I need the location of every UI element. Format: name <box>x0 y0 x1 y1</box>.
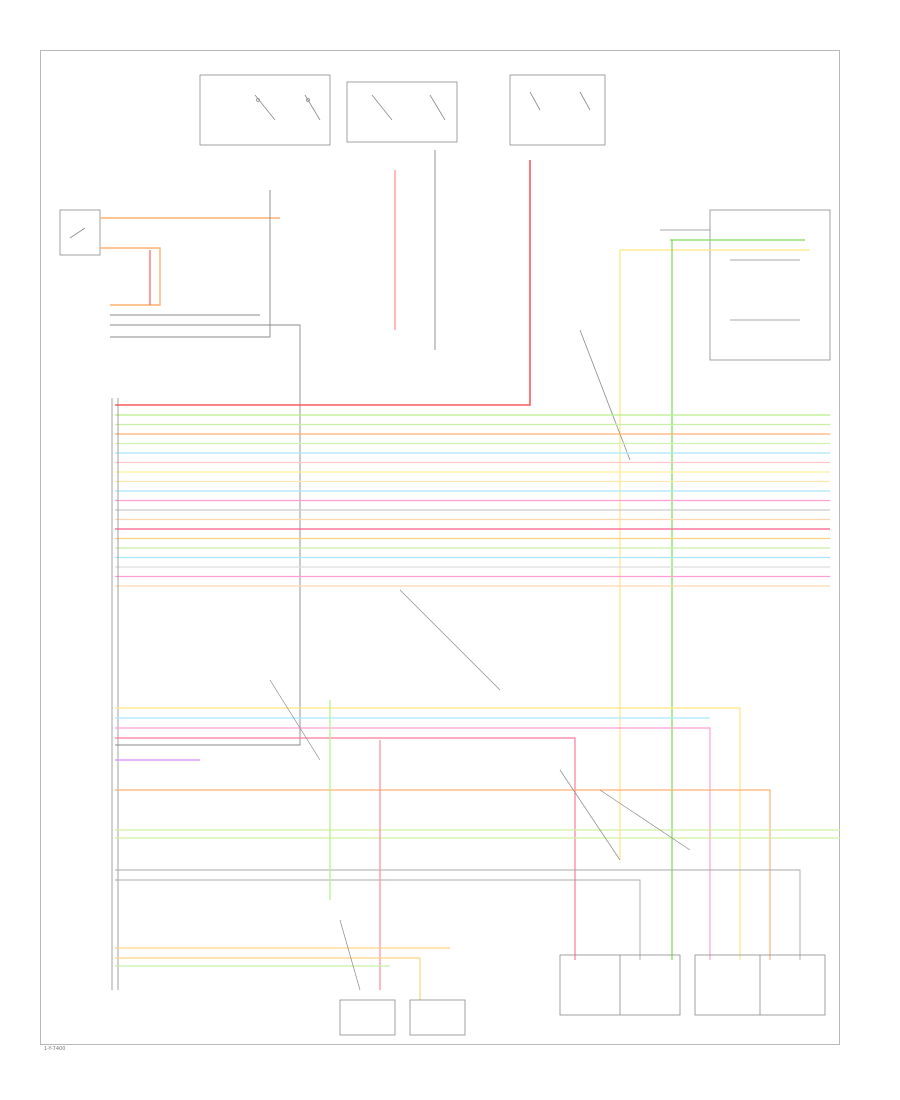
wire-green-right <box>670 239 805 960</box>
wire-bus <box>115 414 830 587</box>
wire-yellow-right <box>619 249 810 860</box>
wire-red-main <box>115 160 531 406</box>
wire-red-lower <box>115 737 576 960</box>
wire-gray-right <box>579 229 710 461</box>
wire-gray-lower <box>115 869 801 960</box>
right-sensor-module <box>709 209 831 361</box>
wire-orange-left <box>100 217 280 306</box>
wire-yellow-lower <box>115 707 741 960</box>
wire-green-lower <box>115 829 840 839</box>
wire-orange-lower <box>115 789 771 960</box>
top-switch-block-right <box>509 74 606 146</box>
pcm-connector-column <box>111 398 119 990</box>
wire-pink-lower <box>115 727 711 960</box>
bottom-solenoid-box <box>339 999 466 1036</box>
top-switch-block-left <box>199 74 331 146</box>
diagram-code: 1-Y-7400 <box>44 1046 66 1052</box>
wire-gray-left <box>110 190 301 746</box>
diagram-border <box>40 50 840 1045</box>
leader-lines <box>269 589 691 991</box>
top-switch-block-center <box>346 81 458 143</box>
left-pressure-switch <box>59 209 101 256</box>
wire-orange-bottom <box>115 947 450 1000</box>
bottom-sensor-box-2 <box>694 954 826 1016</box>
bottom-sensor-box-1 <box>559 954 681 1016</box>
